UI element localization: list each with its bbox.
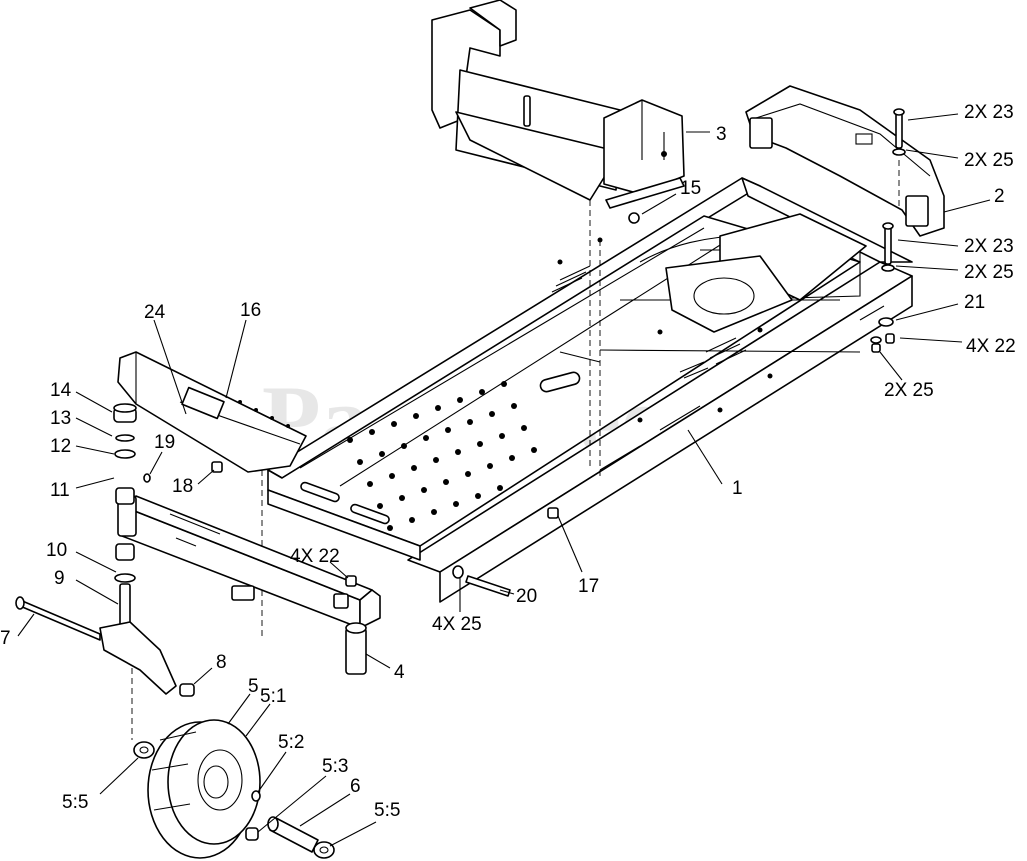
bearing-right [313, 841, 335, 859]
nut-8 [179, 683, 195, 697]
bolt-15 [605, 177, 685, 224]
callout-10: 10 [46, 540, 67, 561]
axle-spacer [267, 816, 319, 853]
callout-6: 6 [350, 776, 361, 797]
callout-4x22-left: 4X 22 [290, 546, 340, 567]
valve-stem [245, 827, 259, 841]
callout-5-2: 5:2 [278, 732, 304, 753]
callout-24: 24 [144, 302, 166, 323]
callout-2x23-mid: 2X 23 [964, 236, 1014, 257]
main-frame [267, 177, 913, 603]
bearing-left [133, 741, 155, 759]
spindle-stack [113, 403, 151, 583]
callout-4x22-right: 4X 22 [966, 336, 1016, 357]
callout-1: 1 [732, 478, 743, 499]
front-axle [117, 495, 381, 675]
callout-17: 17 [578, 576, 599, 597]
callout-20: 20 [516, 586, 537, 607]
callout-5-3: 5:3 [322, 756, 348, 777]
callout-4x25: 4X 25 [432, 614, 482, 635]
callout-15: 15 [680, 178, 701, 199]
callout-5-5-right: 5:5 [374, 800, 400, 821]
callout-14: 14 [50, 380, 72, 401]
callout-2x25-mid: 2X 25 [964, 262, 1014, 283]
seat-mount-bracket [431, 0, 685, 201]
caster-wheel [147, 719, 261, 859]
bumper-bolts [881, 108, 906, 272]
callout-19: 19 [154, 432, 175, 453]
caster-spindle [119, 583, 131, 629]
callout-18: 18 [172, 476, 193, 497]
callout-5-5-left: 5:5 [62, 792, 88, 813]
caster-fork [99, 621, 177, 695]
callout-12: 12 [50, 436, 71, 457]
callout-8: 8 [216, 652, 227, 673]
rear-bumper [745, 85, 945, 237]
callout-13: 13 [50, 408, 71, 429]
callout-5-1: 5:1 [260, 686, 286, 707]
callout-21: 21 [964, 292, 985, 313]
callout-3: 3 [716, 124, 727, 145]
callout-11: 11 [50, 480, 70, 501]
callout-7: 7 [0, 628, 11, 649]
callout-16: 16 [240, 300, 261, 321]
callout-4: 4 [394, 662, 405, 683]
callout-2x25-bottom: 2X 25 [884, 380, 934, 401]
right-hardware [870, 317, 895, 353]
grease-fitting [251, 790, 261, 802]
callout-labels: 1 2 2X 23 2X 25 2X 23 2X 25 21 4X 22 2X … [0, 102, 1016, 821]
callout-9: 9 [54, 568, 65, 589]
bolt-20 [452, 565, 511, 597]
nut-22-left [345, 575, 357, 587]
bolt-18 [211, 461, 223, 473]
bolt-17 [547, 507, 559, 519]
floor-holes [347, 237, 773, 531]
callout-5: 5 [248, 676, 259, 697]
callout-2x25-top: 2X 25 [964, 150, 1014, 171]
callout-2x23-top: 2X 23 [964, 102, 1014, 123]
front-cover [117, 351, 307, 473]
leader-lines [17, 113, 991, 847]
axle-bolt-7 [15, 596, 101, 641]
callout-2: 2 [994, 186, 1005, 207]
